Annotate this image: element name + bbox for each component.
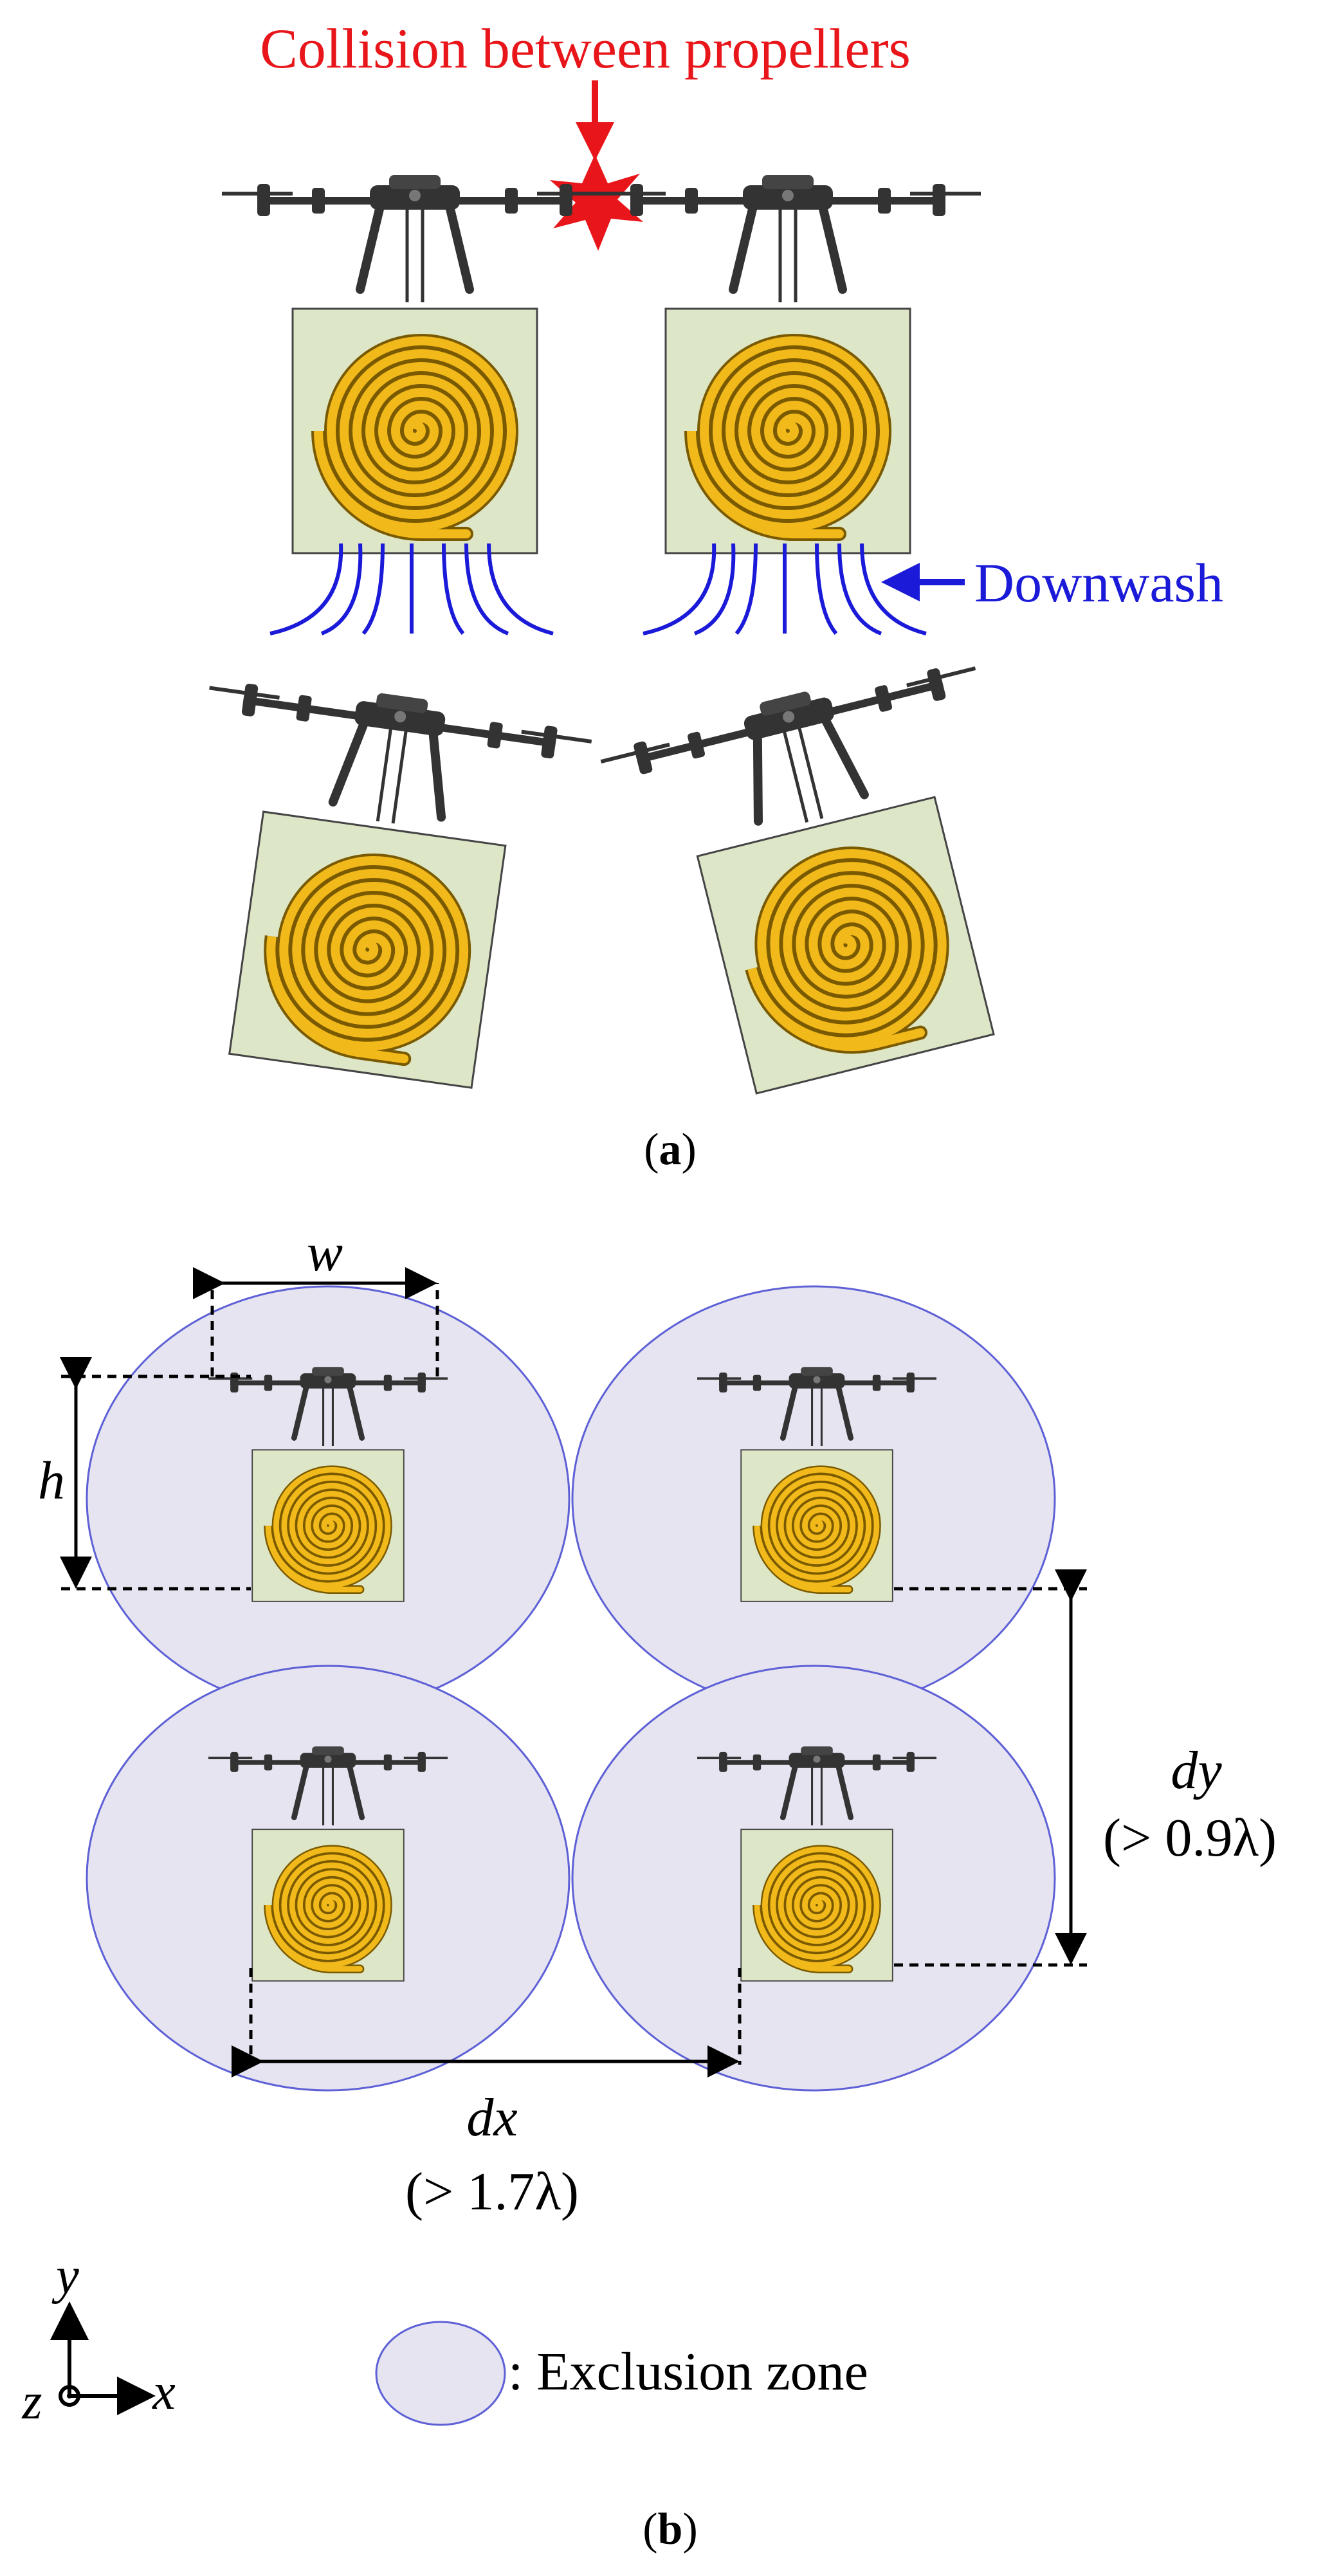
panel-b: w h dy (> 0.9λ) dx (> 1.7λ): [21, 1223, 1277, 2554]
w-label: w: [307, 1223, 343, 1283]
caption-b: (b): [643, 2505, 698, 2554]
panel-a: Collision between propellers: [160, 18, 1223, 1174]
caption-a: (a): [644, 1125, 697, 1174]
drone-tilted-right: [596, 650, 1062, 1111]
downwash-lines-left: [269, 543, 554, 635]
axis-x-label: x: [152, 2364, 176, 2420]
collision-label: Collision between propellers: [260, 18, 911, 80]
axis-y-label: y: [51, 2248, 79, 2305]
downwash-lines-right: [643, 543, 927, 635]
h-dimension: [60, 1357, 251, 1591]
dx-constraint: (> 1.7λ): [405, 2162, 579, 2222]
legend-label: : Exclusion zone: [508, 2342, 868, 2402]
axis-z-label: z: [21, 2373, 42, 2430]
h-label: h: [38, 1451, 65, 1511]
dx-dimension: [232, 1968, 742, 2078]
drone-top-right: [595, 175, 981, 553]
dy-label: dy: [1171, 1740, 1222, 1800]
collision-star-icon: [550, 154, 643, 251]
dy-dimension: [894, 1569, 1087, 1967]
dy-constraint: (> 0.9λ): [1103, 1808, 1277, 1868]
downwash-label: Downwash: [974, 552, 1223, 614]
drone-tilted-left: [160, 670, 594, 1098]
dx-label: dx: [466, 2088, 517, 2148]
w-dimension: [193, 1267, 439, 1376]
drone-top-left: [222, 175, 608, 553]
legend-swatch: [375, 2321, 506, 2426]
axis-icon: [50, 2301, 156, 2415]
